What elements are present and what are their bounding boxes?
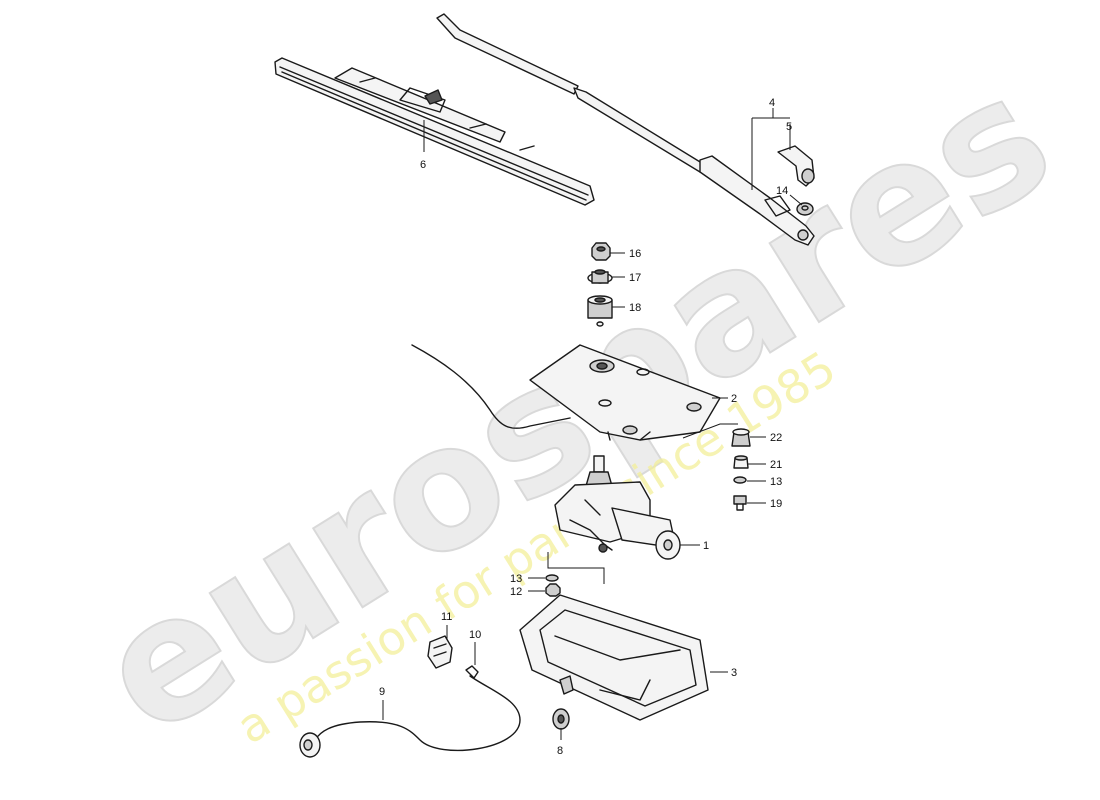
washer-13-lower [545, 574, 559, 582]
callout-16: 16 [629, 248, 641, 260]
callout-21: 21 [770, 459, 782, 471]
bolt-19 [733, 495, 747, 511]
arm-cap [777, 145, 815, 187]
nut-14 [796, 202, 814, 216]
callout-8: 8 [557, 745, 563, 757]
connector-11 [427, 635, 453, 669]
wiper-motor [554, 455, 681, 560]
callout-13-lower: 13 [510, 573, 522, 585]
callouts: 6 4 5 14 16 17 18 2 22 21 13 19 1 13 12 … [379, 97, 792, 757]
callout-5: 5 [786, 121, 792, 133]
callout-1: 1 [703, 540, 709, 552]
callout-9: 9 [379, 686, 385, 698]
cable-harness [299, 665, 521, 758]
callout-18: 18 [629, 302, 641, 314]
callout-19: 19 [770, 498, 782, 510]
nut-12 [545, 583, 561, 597]
grommet-22 [731, 428, 751, 447]
motor-cover [519, 594, 709, 721]
fastener-16 [591, 242, 611, 261]
callout-10: 10 [469, 629, 481, 641]
bushing-21 [733, 455, 749, 469]
leader-lines [382, 108, 803, 740]
callout-4: 4 [769, 97, 775, 109]
grommet-18 [587, 295, 613, 327]
wiper-arm [436, 13, 815, 246]
callout-13-upper: 13 [770, 476, 782, 488]
fastener-17 [587, 269, 613, 284]
callout-2: 2 [731, 393, 737, 405]
callout-17: 17 [629, 272, 641, 284]
callout-22: 22 [770, 432, 782, 444]
callout-14: 14 [776, 185, 788, 197]
grommet-8 [552, 708, 570, 730]
wiper-blade [274, 57, 595, 206]
callout-11: 11 [441, 611, 452, 623]
washer-13-upper [733, 476, 747, 484]
callout-6: 6 [420, 159, 426, 171]
callout-3: 3 [731, 667, 737, 679]
callout-12: 12 [510, 586, 522, 598]
